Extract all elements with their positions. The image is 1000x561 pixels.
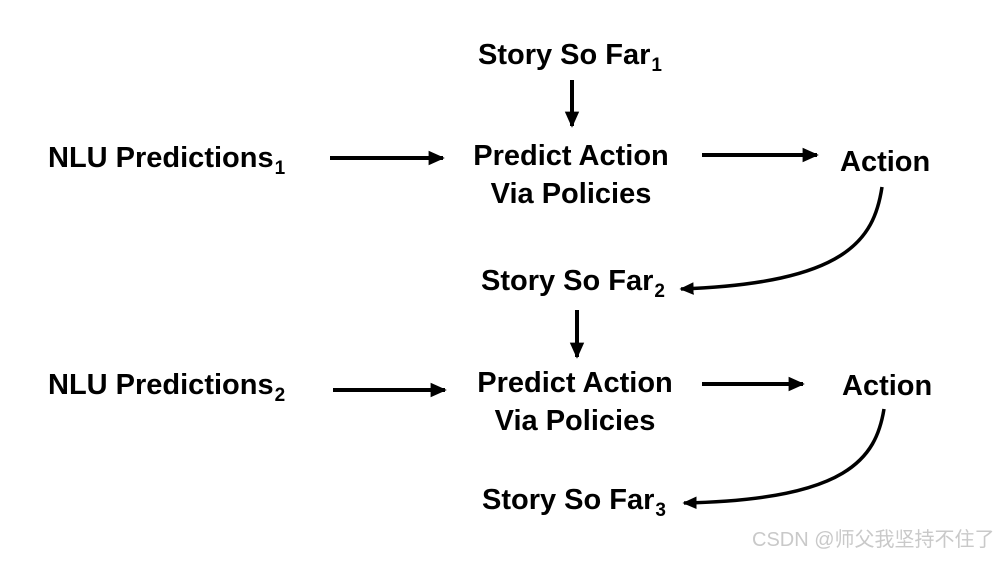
arrow-action2-to-story3 xyxy=(682,408,886,510)
node-subscript: 1 xyxy=(651,55,663,76)
node-label: Action xyxy=(842,370,933,402)
node-label: Action xyxy=(840,146,931,178)
node-nlu-predictions-2: NLU Predictions2 xyxy=(48,368,285,405)
node-nlu-predictions-1: NLU Predictions1 xyxy=(48,141,285,178)
node-predict-action-1: Predict Action Via Policies xyxy=(473,137,669,213)
node-label-line2: Via Policies xyxy=(490,178,652,210)
node-subscript: 3 xyxy=(655,500,667,521)
node-label: Story So Far xyxy=(477,39,651,71)
node-story-so-far-2: Story So Far2 xyxy=(480,264,665,301)
node-label-line2: Via Policies xyxy=(494,405,656,437)
node-label: Story So Far xyxy=(480,265,654,297)
arrow-action1-to-story2 xyxy=(679,186,884,295)
node-label-line1: Predict Action xyxy=(473,140,669,172)
node-subscript: 1 xyxy=(274,158,286,179)
node-label-line1: Predict Action xyxy=(477,367,673,399)
node-subscript: 2 xyxy=(274,385,286,406)
csdn-watermark: CSDN @师父我坚持不住了 xyxy=(752,529,995,551)
node-subscript: 2 xyxy=(654,281,666,302)
node-story-so-far-1: Story So Far1 xyxy=(477,38,662,75)
node-label: Story So Far xyxy=(481,484,655,516)
node-label: NLU Predictions xyxy=(48,369,274,401)
node-predict-action-2: Predict Action Via Policies xyxy=(477,364,673,440)
node-story-so-far-3: Story So Far3 xyxy=(481,483,666,520)
node-action-1: Action xyxy=(840,145,930,179)
node-label: NLU Predictions xyxy=(48,142,274,174)
node-action-2: Action xyxy=(842,369,932,403)
